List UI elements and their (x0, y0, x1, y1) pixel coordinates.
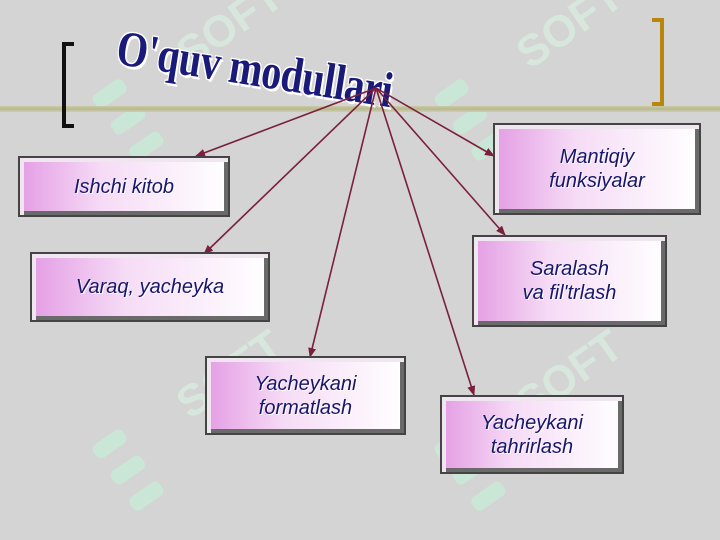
arrow-to-yacheykani-tahrirlash (375, 87, 476, 396)
left-bracket (62, 42, 74, 128)
arrow-to-yacheykani-formatlash (308, 87, 377, 358)
module-box-yacheykani-tahrirlash: Yacheykani tahrirlash (440, 395, 624, 474)
horizontal-rule (0, 106, 720, 112)
module-label: Yacheykani formatlash (254, 372, 357, 419)
arrow-to-mantiqiy (375, 87, 495, 157)
module-label: Mantiqiy funksiyalar (549, 146, 645, 192)
module-label: Varaq, yacheyka (75, 276, 225, 298)
right-bracket (652, 18, 664, 106)
module-box-ishchi-kitob: Ishchi kitob (18, 156, 230, 217)
module-label: Ishchi kitob (73, 175, 175, 198)
module-box-yacheykani-formatlash: Yacheykani formatlash (205, 356, 406, 435)
arrow-to-ishchi-kitob (195, 87, 377, 157)
module-box-varaq-yacheyka: Varaq, yacheyka (30, 252, 270, 322)
module-label: Yacheykani tahrirlash (481, 411, 583, 458)
arrow-to-saralash (375, 87, 506, 236)
module-box-saralash: Saralash va fil'trlash (472, 235, 667, 327)
arrow-to-varaq-yacheyka (203, 87, 377, 255)
module-box-mantiqiy: Mantiqiy funksiyalar (493, 123, 701, 215)
module-label: Saralash va fil'trlash (522, 258, 617, 304)
